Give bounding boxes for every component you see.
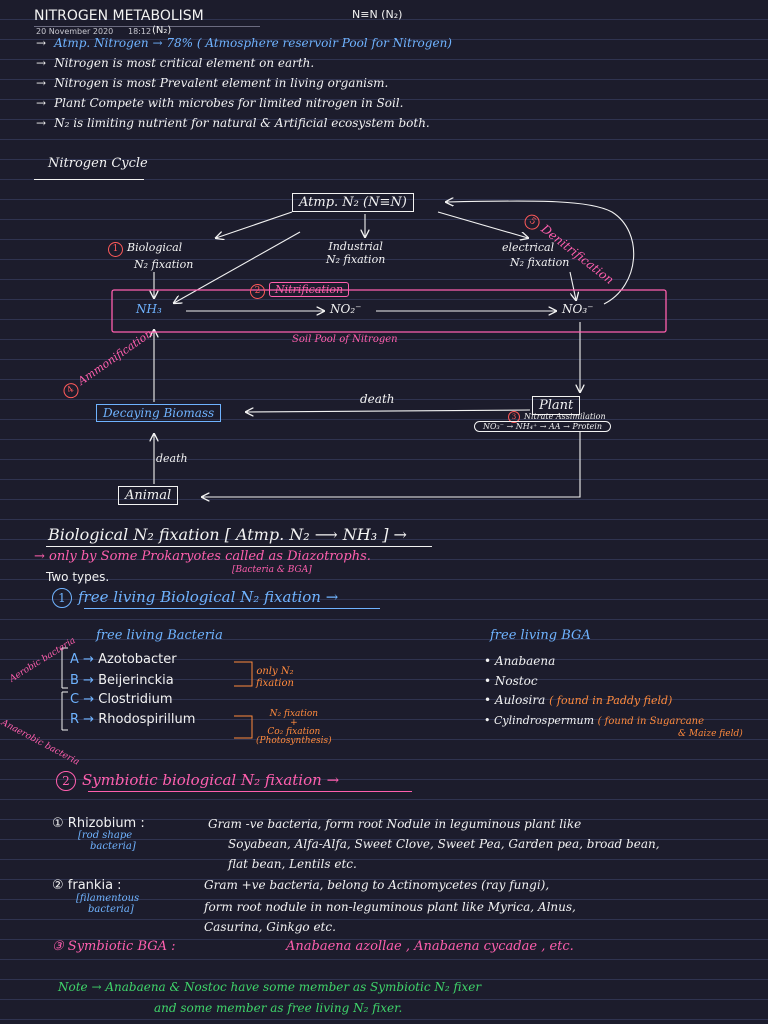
intro-line: →Plant Compete with microbes for limited… bbox=[36, 96, 404, 110]
page-title: NITROGEN METABOLISM bbox=[34, 8, 204, 24]
rhizobium-desc: flat bean, Lentils etc. bbox=[228, 857, 357, 871]
step-1-badge: 1 bbox=[108, 242, 123, 257]
bnf-title-underline bbox=[46, 546, 432, 547]
bga-item: • Aulosira ( found in Paddy field) bbox=[484, 693, 673, 707]
frankia-desc: Gram +ve bacteria, belong to Actinomycet… bbox=[204, 878, 550, 892]
header-underline bbox=[34, 26, 260, 27]
step-3-badge: 3 bbox=[508, 411, 520, 423]
note-line: Note → Anabaena & Nostoc have some membe… bbox=[58, 980, 482, 994]
cycle-heading-underline bbox=[34, 179, 144, 180]
rhizobium-label: ① Rhizobium : bbox=[52, 816, 145, 831]
intro-line: →Nitrogen is most critical element on ea… bbox=[36, 56, 315, 70]
note-line: and some member as free living N₂ fixer. bbox=[154, 1001, 403, 1015]
page-date: 20 November 2020 bbox=[36, 27, 114, 36]
death-label-top: death bbox=[360, 392, 395, 406]
frankia-desc: form root nodule in non-leguminous plant… bbox=[204, 900, 576, 914]
frankia-desc: Casurina, Ginkgo etc. bbox=[204, 920, 336, 934]
bga-item: • Cylindrospermum ( found in Sugarcane bbox=[484, 714, 705, 727]
intro-line: →Nitrogen is most Prevalent element in l… bbox=[36, 76, 389, 90]
bga-note-cont: & Maize field) bbox=[678, 729, 743, 739]
animal-box: Animal bbox=[118, 486, 179, 505]
plant-box: Plant bbox=[532, 396, 581, 415]
header-formula: N≡N (N₂) bbox=[352, 8, 403, 21]
no2-label: NO₂⁻ bbox=[330, 302, 362, 316]
bacteria-item: A → Azotobacter bbox=[70, 652, 177, 667]
death-label-bottom: death bbox=[156, 452, 188, 465]
bnf-only-line: → only by Some Prokaryotes called as Dia… bbox=[34, 549, 371, 564]
no3-label: NO₃⁻ bbox=[562, 302, 594, 316]
bacteria-item: B → Beijerinckia bbox=[70, 673, 174, 688]
atm-n2-box: Atmp. N₂ (N≡N) bbox=[292, 193, 414, 212]
bacteria-item: R → Rhodospirillum bbox=[70, 712, 196, 727]
intro-line: →N₂ is limiting nutrient for natural & A… bbox=[36, 116, 430, 130]
symbiotic-underline bbox=[88, 791, 412, 792]
bga-item: • Nostoc bbox=[484, 674, 538, 688]
frankia-label: ② frankia : bbox=[52, 878, 122, 893]
free-bga-heading: free living BGA bbox=[490, 628, 591, 643]
decaying-biomass-box: Decaying Biomass bbox=[96, 404, 222, 422]
header-sub-formula: (N₂) bbox=[152, 25, 172, 36]
bacteria-item: C → Clostridium bbox=[70, 692, 173, 707]
type-1-badge: 1 bbox=[52, 588, 72, 608]
bga-item: • Anabaena bbox=[484, 654, 556, 668]
type-2-badge: 2 bbox=[56, 771, 76, 791]
bnf-bracket-note: [Bacteria & BGA] bbox=[232, 565, 312, 575]
free-living-underline bbox=[84, 608, 380, 609]
intro-line: →Atmp. Nitrogen → 78% ( Atmosphere reser… bbox=[36, 36, 452, 50]
soil-pool-label: Soil Pool of Nitrogen bbox=[292, 334, 398, 345]
symbiotic-bga-label: ③ Symbiotic BGA : bbox=[52, 939, 176, 954]
rhizobium-desc: Soyabean, Alfa-Alfa, Sweet Clove, Sweet … bbox=[228, 837, 660, 851]
two-types-label: Two types. bbox=[46, 570, 110, 584]
nh3-label: NH₃ bbox=[136, 302, 162, 316]
step-2-badge: 2 bbox=[250, 284, 265, 299]
cycle-heading: Nitrogen Cycle bbox=[48, 156, 148, 171]
page-time: 18:12 bbox=[128, 27, 152, 36]
rhizobium-desc: Gram -ve bacteria, form root Nodule in l… bbox=[208, 817, 582, 831]
n2-co2-note: N₂ fixation+Co₂ fixation(Photosynthesis) bbox=[256, 709, 332, 746]
bnf-title: Biological N₂ fixation [ Atmp. N₂ ⟶ NH₃ … bbox=[48, 525, 407, 544]
symbiotic-bga-desc: Anabaena azollae , Anabaena cycadae , et… bbox=[286, 939, 574, 954]
assimilation-chain: NO₃⁻ → NH₄⁺ → AA → Protein bbox=[474, 421, 611, 432]
free-bacteria-heading: free living Bacteria bbox=[96, 628, 223, 643]
